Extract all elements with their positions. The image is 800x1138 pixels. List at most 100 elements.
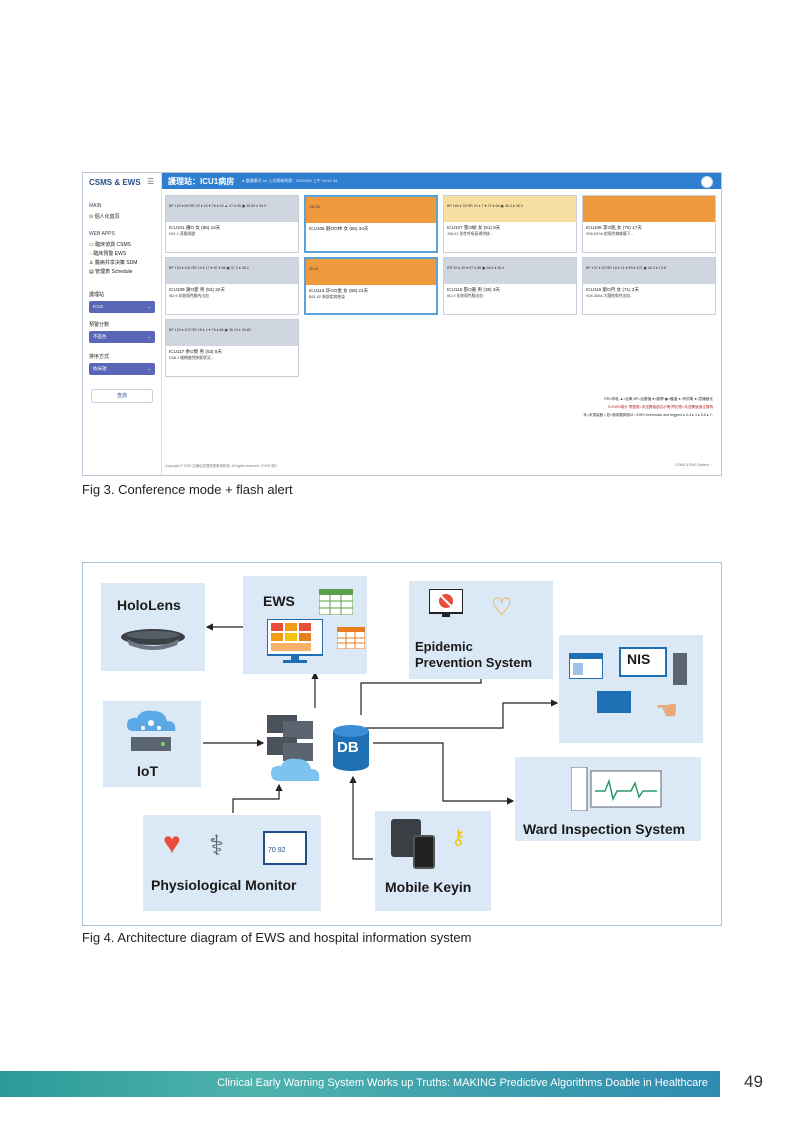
physio-label: Physiological Monitor (151, 877, 297, 893)
phone-icon (413, 835, 435, 869)
arrow-db-to-ward (373, 742, 515, 805)
vital-signs: BP 133 ♦ 100 RR 19 ♦ 17 ♥ 87 ♦ 98 ▣ 37.3… (169, 266, 249, 270)
sidebar-item-csms[interactable]: ▭ 臨床偵測 CSMS (89, 242, 131, 248)
sidebar-section-webapps: WEB APPS (89, 231, 115, 237)
patient-vitals-header: BP 137 ♦ 93 RR 18 ♦ 21 ♥ 83 ♦ 107 ▣ 36.3… (583, 258, 715, 284)
unit-select[interactable]: ICU1⌄ (89, 301, 155, 313)
spreadsheet-icon (319, 589, 353, 615)
arrow-mobile-to-db (349, 775, 373, 860)
patient-diagnosis: I62.9 非創傷性顱內出血 (169, 294, 209, 298)
nis-screen (619, 647, 667, 677)
patient-bed-name: ICU108 李O銘 女 (75) 17天 (586, 225, 642, 230)
sidebar-section-main: MAIN (89, 203, 102, 209)
arrow-db-to-nis (365, 699, 559, 729)
vital-signs: 39 24 (309, 267, 318, 271)
patient-info: ICU109 謝O愛 男 (53) 32天 I62.9 非創傷性顱內出血 (169, 286, 295, 300)
chevron-down-icon: ⌄ (147, 334, 151, 339)
footer-banner: Clinical Early Warning System Works up T… (0, 1071, 720, 1097)
ews-label: EWS (263, 593, 295, 609)
patient-bed-name: ICU109 謝O愛 男 (53) 32天 (169, 287, 225, 292)
database-icon (333, 725, 369, 771)
conference-mode-screenshot: CSMS & EWS ☰ MAIN ⊙ 個人化首頁 WEB APPS ▭ 臨床偵… (82, 172, 722, 476)
patient-bed-name: ICU101 鍾O 女 (86) 13天 (169, 225, 221, 230)
db-label: DB (337, 739, 359, 756)
heart-icon: ♥ (163, 827, 181, 860)
patient-bed-name: ICU113 許OO金 女 (88) 21天 (309, 288, 369, 293)
sidebar-item-personal-home[interactable]: ⊙ 個人化首頁 (89, 214, 120, 220)
patient-card[interactable]: BP 180 ♦ 78 RR 22 ♦ 7 ♥ 70 ♦ 58 ▣ 36.3 ♦… (443, 195, 577, 253)
score-label: 預警分數 (89, 322, 110, 328)
epidemic-label-line1: Epidemic (415, 639, 473, 654)
patient-card[interactable]: BP 133 ♦ 100 RR 19 ♦ 17 ♥ 87 ♦ 98 ▣ 37.3… (165, 257, 299, 315)
architecture-diagram: HoloLens EWS ♡ Epidemic Prevention Syste… (82, 562, 722, 926)
patient-card-grid: BP 120 ♦ 69 RR 20 ♦ 24 ♥ 76 ♦ 93 ▲ 97 ♦ … (165, 195, 717, 393)
patient-card[interactable]: BP 120 ♦ 107 RR 15 ♦ 1 ♥ 76 ♦ 66 ▣ 36.10… (165, 319, 299, 377)
patient-bed-name: ICU117 余O榮 男 (53) 5天 (169, 349, 223, 354)
hololens-headset-icon (121, 629, 185, 650)
nis-label: NIS (627, 651, 651, 667)
user-avatar-icon[interactable] (701, 176, 713, 188)
patient-card[interactable]: 39 24 ICU113 許OO金 女 (88) 21天 B81.62 肺部疾病感染 (304, 257, 438, 315)
patient-bed-name: ICU106 劉OO林 女 (85) 34天 (309, 226, 369, 231)
brand-logo: CSMS & EWS (89, 178, 141, 187)
legend-line-3: 未=未測量數 • 如=使用醫師設M • EWS thresholds and t… (583, 413, 713, 417)
computer-tower-icon (673, 653, 687, 685)
sort-select[interactable]: 依床號⌄ (89, 363, 155, 375)
copyright-footer: Copyright © 2020 亞東紀念醫院醫學資訊室. All rights… (165, 464, 278, 468)
chevron-down-icon: ⌄ (147, 366, 151, 371)
top-bar: 護理站：ICU1病房 ● 會議模式 on 上次刷新時間：2021/5/5 上午 … (162, 173, 721, 189)
query-button[interactable]: 查詢 (91, 389, 153, 403)
vital-signs: BP 120 ♦ 107 RR 15 ♦ 1 ♥ 76 ♦ 66 ▣ 36.10… (169, 328, 251, 332)
sidebar-item-schedule[interactable]: ▤ 管理表 Schedule (89, 269, 133, 275)
figure-4-caption: Fig 4. Architecture diagram of EWS and h… (82, 930, 472, 945)
patient-diagnosis: D38.1 細網癌性肺脈狀況... (169, 356, 214, 360)
patient-card[interactable]: BP 137 ♦ 93 RR 18 ♦ 21 ♥ 83 ♦ 107 ▣ 36.3… (582, 257, 716, 315)
heart-shield-icon: ♡ (491, 594, 513, 621)
patient-vitals-header: 39 24 (306, 259, 436, 285)
patient-diagnosis: I61.9 非創傷性腦出血 (447, 294, 484, 298)
ews-monitor-icon (267, 619, 323, 663)
arrow-physio-to-server (232, 783, 283, 813)
system-footer: CSMS & EWS System ♡ (675, 463, 713, 467)
vital-monitor-icon: 70 92 (263, 831, 307, 865)
window-icon (569, 653, 603, 679)
patient-vitals-header: BP 120 ♦ 69 RR 20 ♦ 24 ♥ 76 ♦ 93 ▲ 97 ♦ … (166, 196, 298, 222)
patient-info: ICU113 許OO金 女 (88) 21天 B81.62 肺部疾病感染 (309, 287, 433, 301)
sidebar-item-ews[interactable]: ◌ 臨床預警 EWS (89, 251, 127, 257)
server-cluster-icon (267, 715, 320, 781)
legend-line-2: S=EWS總分 閃藍框=未送異值過往示警 閃紅框=未送異值過往預再 (607, 405, 713, 409)
hamburger-icon[interactable]: ☰ (147, 177, 155, 186)
patient-info: ICU117 余O榮 男 (53) 5天 D38.1 細網癌性肺脈狀況... (169, 348, 295, 362)
ward-label: Ward Inspection System (523, 821, 686, 837)
hololens-label: HoloLens (117, 597, 181, 613)
vital-signs: BP 180 ♦ 78 RR 22 ♦ 7 ♥ 70 ♦ 58 ▣ 36.3 ♦… (447, 204, 523, 208)
patient-card[interactable]: 132 51 ICU106 劉OO林 女 (85) 34天 (304, 195, 438, 253)
vital-signs: 132 51 (309, 205, 320, 209)
virus-monitor-icon (429, 589, 463, 617)
patient-vitals-header: BP 133 ♦ 100 RR 19 ♦ 17 ♥ 87 ♦ 98 ▣ 37.3… (166, 258, 298, 284)
hand-mouse-icon: ☚ (655, 695, 679, 725)
patient-diagnosis: B81.62 肺部疾病感染 (309, 295, 345, 299)
sidebar-item-sdm[interactable]: ♙ 醫病共享決策 SDM (89, 260, 138, 266)
vital-signs: BP 137 ♦ 93 RR 18 ♦ 21 ♥ 83 ♦ 107 ▣ 36.3… (586, 266, 666, 270)
patient-vitals-header: 132 51 (306, 197, 436, 223)
monitor-readout: 70 92 (268, 847, 286, 854)
table-icon (337, 627, 365, 649)
patient-card[interactable]: BP 120 ♦ 69 RR 20 ♦ 24 ♥ 76 ♦ 93 ▲ 97 ♦ … (165, 195, 299, 253)
sort-label: 排序方式 (89, 354, 110, 360)
hololens-box (101, 583, 205, 671)
footer-banner-text: Clinical Early Warning System Works up T… (217, 1077, 708, 1089)
patient-diagnosis: J96.01 急性呼吸衰竭併缺... (447, 232, 493, 236)
chevron-down-icon: ⌄ (147, 304, 151, 309)
patient-bed-name: ICU116 劉O月 女 (71) 2天 (586, 287, 640, 292)
score-select[interactable]: 不區色⌄ (89, 331, 155, 343)
vital-signs: BP 120 ♦ 69 RR 20 ♦ 24 ♥ 76 ♦ 93 ▲ 97 ♦ … (169, 204, 267, 208)
stethoscope-icon: ⚕ (209, 830, 225, 861)
ward-title: 護理站：ICU1病房 (168, 177, 235, 186)
